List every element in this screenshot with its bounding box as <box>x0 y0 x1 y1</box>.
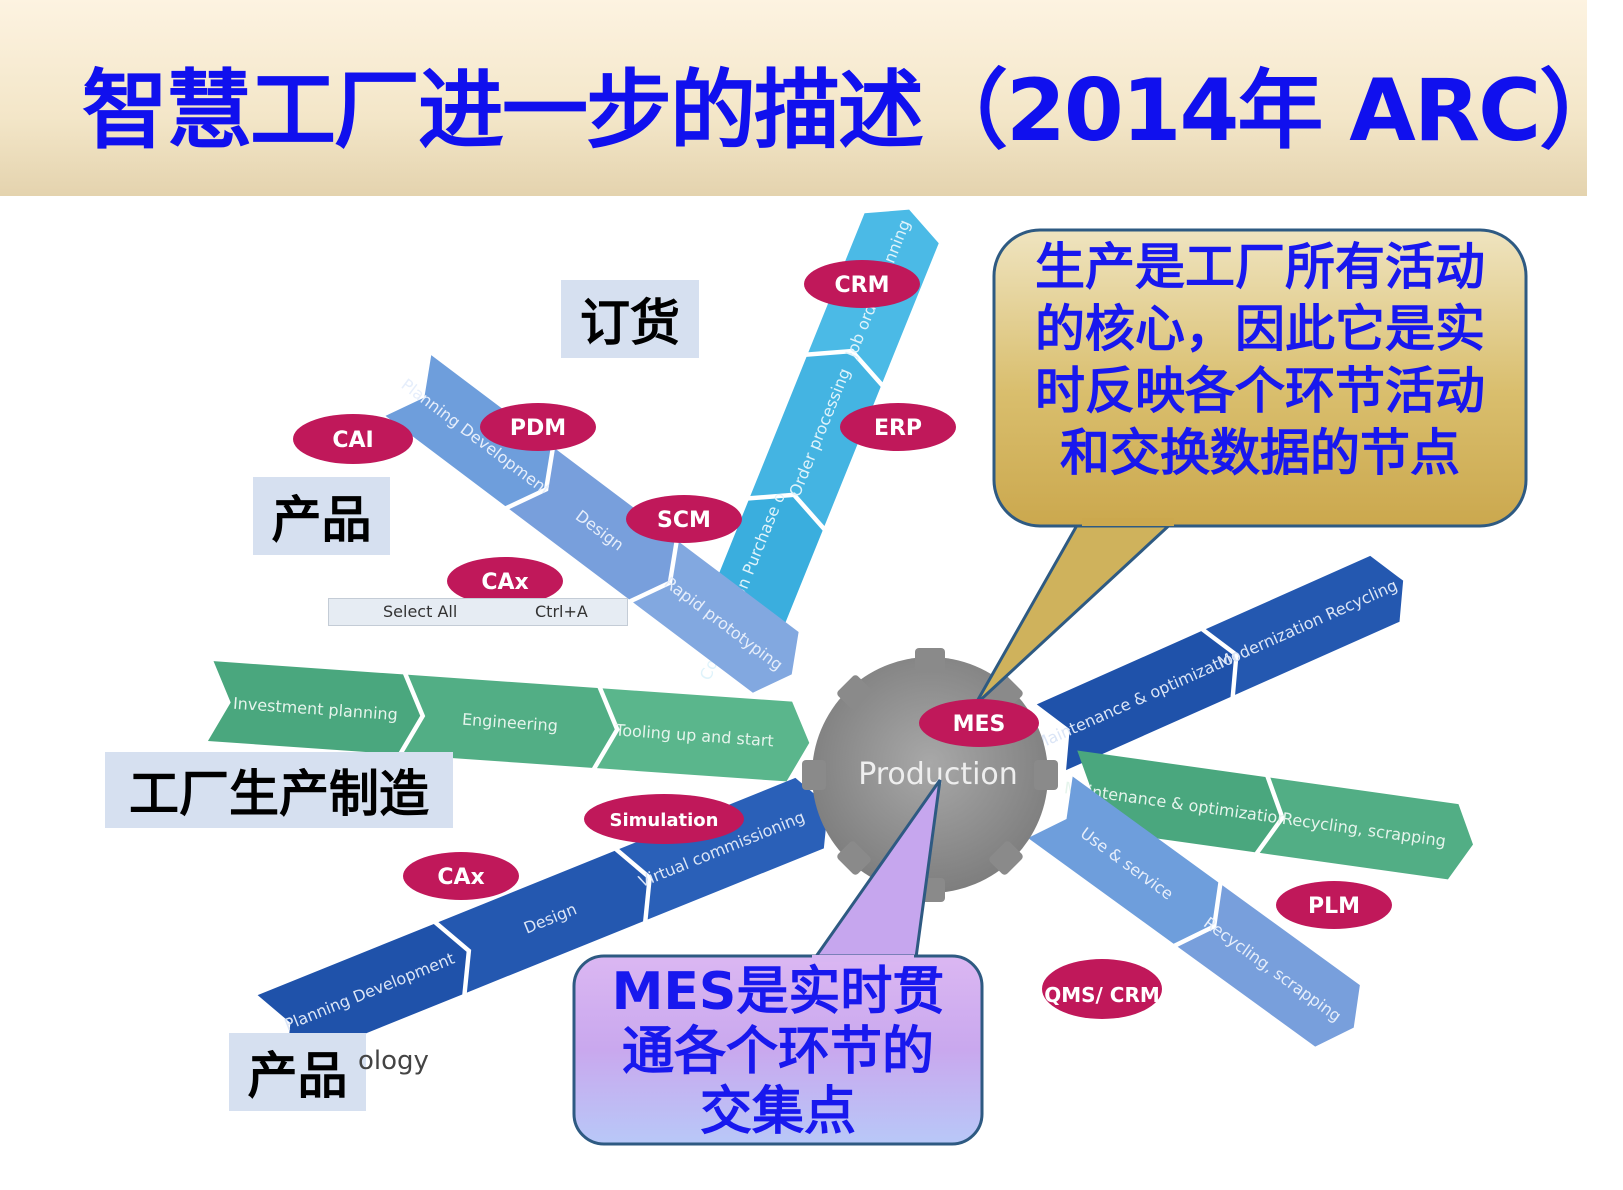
badge-label: CAx <box>437 865 484 890</box>
page-title: 智慧工厂进一步的描述（2014年 ARC） <box>82 61 1623 161</box>
text-fragment: ology <box>358 1046 429 1076</box>
arm-segment: Recycling, scrapping <box>1259 777 1474 880</box>
badge-qms-crm: QMS/ CRM <box>1042 959 1162 1019</box>
category-label-factory: 工厂生产制造 <box>105 752 453 828</box>
badge-cax-top: CAx <box>447 557 563 605</box>
arm-segment: Virtual commissioning <box>619 777 829 920</box>
arm-segment: Maintenance & optimization <box>1032 631 1245 771</box>
callout-line: 生产是工厂所有活动 <box>1035 238 1485 296</box>
smart-factory-diagram: Configuration Purchase order Order proce… <box>207 209 1528 1146</box>
callout-line: 的核心，因此它是实 <box>1035 300 1485 358</box>
badge-label: PDM <box>510 416 566 441</box>
badge-cai: CAI <box>293 414 413 464</box>
badge-label: ERP <box>874 416 922 441</box>
arm-maintenance-mid: Maintenance & optimization Recycling, sc… <box>1063 750 1474 880</box>
arm-segment: Tooling up and start <box>596 688 810 782</box>
callout-top-bubble <box>992 228 1528 528</box>
badge-erp: ERP <box>840 403 956 451</box>
category-label-product-bottom: 产品 <box>229 1033 366 1111</box>
callout-top-joint <box>1082 518 1174 526</box>
callout-bottom-text: MES是实时贯 通各个环节的 交集点 <box>580 962 976 1142</box>
badge-label: CAI <box>332 428 373 453</box>
badge-label: CAx <box>481 570 528 595</box>
badge-label: MES <box>953 712 1006 737</box>
badge-plm: PLM <box>1276 881 1392 929</box>
arm-segment: Modernization Recycling <box>1205 555 1404 695</box>
menu-item-shortcut: Ctrl+A <box>535 602 588 621</box>
callout-line: 和交换数据的节点 <box>1060 424 1460 482</box>
badge-mes: MES <box>919 699 1039 747</box>
menu-item-select-all[interactable]: Select All <box>383 602 458 621</box>
arm-segment: Design <box>509 448 675 600</box>
arm-segment: Investment planning <box>207 661 421 755</box>
category-label-product-top: 产品 <box>253 477 390 555</box>
badge-label: PLM <box>1308 894 1360 919</box>
arm-segment: Engineering <box>402 674 615 768</box>
callout-bottom-joint <box>812 955 914 962</box>
badge-crm: CRM <box>804 260 920 308</box>
category-label-ordering: 订货 <box>561 280 699 358</box>
context-menu-fragment[interactable]: Select All Ctrl+A <box>328 598 628 626</box>
badge-label: SCM <box>657 508 711 533</box>
badge-scm: SCM <box>626 495 742 543</box>
callout-line: MES是实时贯 <box>611 962 945 1022</box>
callout-line: 通各个环节的 <box>621 1022 934 1082</box>
callout-line: 交集点 <box>699 1082 856 1142</box>
badge-simulation: Simulation <box>584 794 744 844</box>
callout-top-text: 生产是工厂所有活动 的核心，因此它是实 时反映各个环节活动 和交换数据的节点 <box>1000 236 1520 526</box>
callout-line: 时反映各个环节活动 <box>1035 362 1485 420</box>
title-banner: 智慧工厂进一步的描述（2014年 ARC） <box>0 0 1623 196</box>
badge-label: Simulation <box>610 810 719 831</box>
badge-label: QMS/ CRM <box>1044 983 1160 1007</box>
arm-factory: Investment planning Engineering Tooling … <box>207 661 810 782</box>
badge-label: CRM <box>835 273 890 298</box>
callout-bottom-bubble <box>572 954 984 1146</box>
arm-segment: Rapid prototyping <box>633 541 799 693</box>
badge-pdm: PDM <box>480 403 596 451</box>
arm-segment: Design <box>438 850 648 993</box>
badge-cax-bottom: CAx <box>403 852 519 900</box>
